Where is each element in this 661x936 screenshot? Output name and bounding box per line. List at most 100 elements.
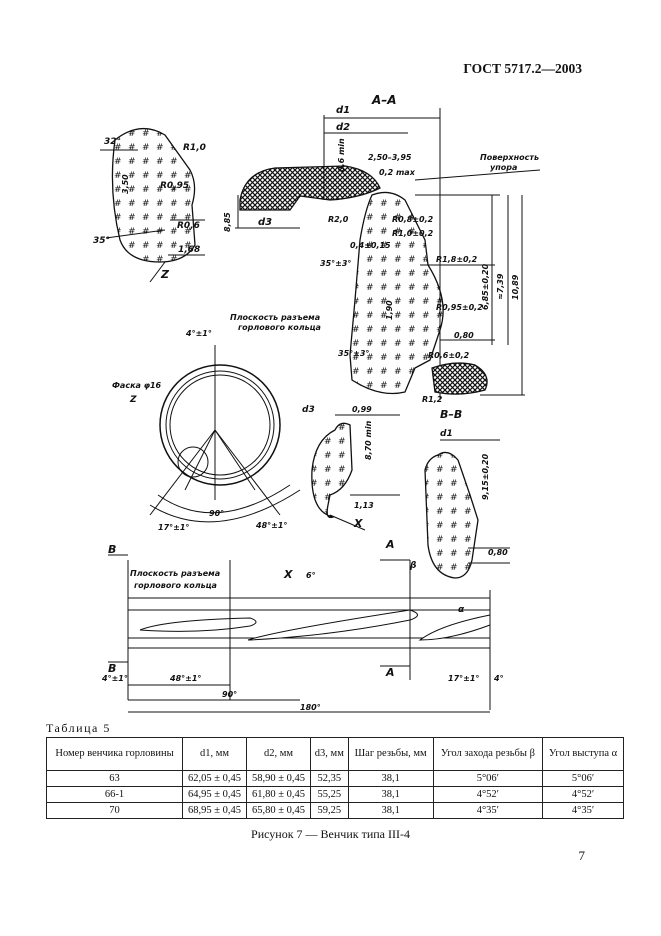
table-cell: 58,90 ± 0,45 [246, 770, 312, 787]
dim-beta: β [409, 561, 416, 571]
table-row: 70 68,95 ± 0,45 65,80 ± 0,45 59,25 38,1 … [45, 802, 624, 819]
dim-350: 3,50 [121, 174, 130, 194]
dim-168: 1,68 [178, 245, 200, 255]
dim-r18: R1,8±0,2 [436, 255, 478, 264]
table-cell: 5°06′ [542, 770, 624, 787]
dim-r10b: R1,0±0,2 [392, 229, 434, 238]
dim-190: 1,90 [385, 300, 394, 320]
table-cell: 4°35′ [432, 802, 544, 819]
dim-080b: 0,80 [488, 548, 508, 557]
dim-113: 1,13 [354, 501, 374, 510]
table-header: Угол выступа α [542, 737, 624, 771]
dim-alpha: α [458, 605, 465, 615]
dim-a48b: 48°±1° [169, 674, 201, 683]
section-aa-bottom [431, 362, 488, 395]
dim-915: 9,15±0,20 [481, 453, 490, 500]
dim-r095: R0,95 [160, 181, 189, 191]
section-aa-body [349, 191, 444, 395]
cut-b-bottom: В [108, 662, 116, 675]
thread-segment-2 [247, 609, 418, 641]
dim-a90b: 90° [222, 690, 237, 699]
table-cell: 59,25 [310, 802, 349, 819]
table-caption: Таблица 5 [46, 721, 111, 735]
table-cell: 38,1 [347, 802, 434, 819]
dim-a35b: 35°±3° [338, 349, 369, 358]
dim-099: 0,99 [352, 405, 372, 414]
ring-outer [159, 364, 281, 486]
dim-r06: R0,6 [177, 221, 200, 231]
table-header: Угол захода резьбы β [432, 737, 544, 771]
dim-885: 8,85 [223, 212, 232, 232]
dim-a48: 48°±1° [255, 521, 287, 530]
cut-b-top: В [108, 543, 116, 556]
surface-label-2: упора [490, 163, 517, 172]
dim-02max: 0,2 max [379, 168, 416, 177]
table-cell: 70 [45, 802, 184, 819]
table-header: Шаг резьбы, мм [347, 737, 434, 771]
ring-z-label: Z [129, 395, 137, 405]
table-header-row: Номер венчика горловины d1, мм d2, мм d3… [45, 737, 624, 771]
section-aa-label: А–А [371, 93, 397, 107]
table-row: 63 62,05 ± 0,45 58,90 ± 0,45 52,35 38,1 … [45, 770, 624, 787]
surface-label: Поверхность [480, 153, 539, 162]
dim-a90: 90° [209, 509, 224, 518]
dim-r20: R2,0 [328, 215, 349, 224]
section-bb-outline [424, 451, 479, 579]
table-cell: 55,25 [310, 786, 349, 803]
table-header: d3, мм [310, 737, 349, 771]
table-cell: 63 [45, 770, 184, 787]
table-cell: 61,80 ± 0,45 [246, 786, 312, 803]
dim-a17b: 17°±1° [448, 674, 479, 683]
table-cell: 4°52′ [432, 786, 544, 803]
data-table: Номер венчика горловины d1, мм d2, мм d3… [45, 737, 624, 819]
thread-segment-3 [418, 614, 491, 641]
dim-080: 0,80 [454, 331, 474, 340]
cut-a-bottom: А [385, 666, 395, 679]
table-cell: 52,35 [310, 770, 349, 787]
figure-caption: Рисунок 7 — Венчик типа III-4 [251, 827, 410, 841]
dim-d3-x: d3 [302, 405, 315, 415]
dim-250-395: 2,50–3,95 [368, 153, 412, 162]
detail-x-outline [311, 422, 353, 519]
page-number: 7 [578, 848, 586, 863]
dim-04: 0,4±0,15 [350, 241, 391, 250]
dim-angle32: 32° [104, 137, 121, 147]
dim-x-dev: X [283, 568, 293, 581]
dim-r12: R1,2 [422, 395, 443, 404]
table-cell: 5°06′ [432, 770, 544, 787]
table-header: d1, мм [182, 737, 248, 771]
dim-a180: 180° [300, 703, 321, 712]
dim-r08: R0,8±0,2 [392, 215, 434, 224]
plane-label-4: горлового кольца [134, 581, 217, 590]
table-header: Номер венчика горловины [45, 737, 184, 771]
dim-r095b: R0,95±0,2 [436, 303, 483, 312]
detail-z-label: Z [160, 268, 170, 281]
plane-label-2: горлового кольца [238, 323, 321, 332]
table-cell: 4°35′ [542, 802, 624, 819]
dim-r10: R1,0 [183, 143, 206, 153]
table-cell: 68,95 ± 0,45 [182, 802, 248, 819]
dim-a4b: 4°±1° [101, 674, 128, 683]
dim-685: 6,85±0,20 [481, 263, 490, 310]
dim-a4: 4°±1° [185, 329, 212, 338]
dim-1089: 10,89 [511, 274, 520, 300]
table-cell: 64,95 ± 0,45 [182, 786, 248, 803]
dim-a6: 6° [306, 571, 316, 580]
section-aa-top [239, 165, 381, 211]
dim-angle35: 35° [93, 236, 110, 246]
plane-label-1: Плоскость разъема [230, 313, 320, 322]
dim-d1-bb: d1 [440, 429, 453, 439]
dim-739: ≈7,39 [496, 273, 505, 300]
dim-d3: d3 [258, 217, 272, 228]
table-cell: 4°52′ [542, 786, 624, 803]
document-header: ГОСТ 5717.2—2003 [463, 61, 582, 76]
detail-x-label: X [353, 517, 363, 530]
table-cell: 66-1 [45, 786, 184, 803]
dim-a4c: 4° [493, 674, 504, 683]
plane-label-3: Плоскость разъема [130, 569, 220, 578]
dim-r06b: R0,6±0,2 [428, 351, 470, 360]
dim-d2: d2 [336, 122, 350, 133]
table-cell: 62,05 ± 0,45 [182, 770, 248, 787]
dim-d1: d1 [336, 105, 350, 116]
dim-870: 8,70 min [364, 420, 373, 460]
